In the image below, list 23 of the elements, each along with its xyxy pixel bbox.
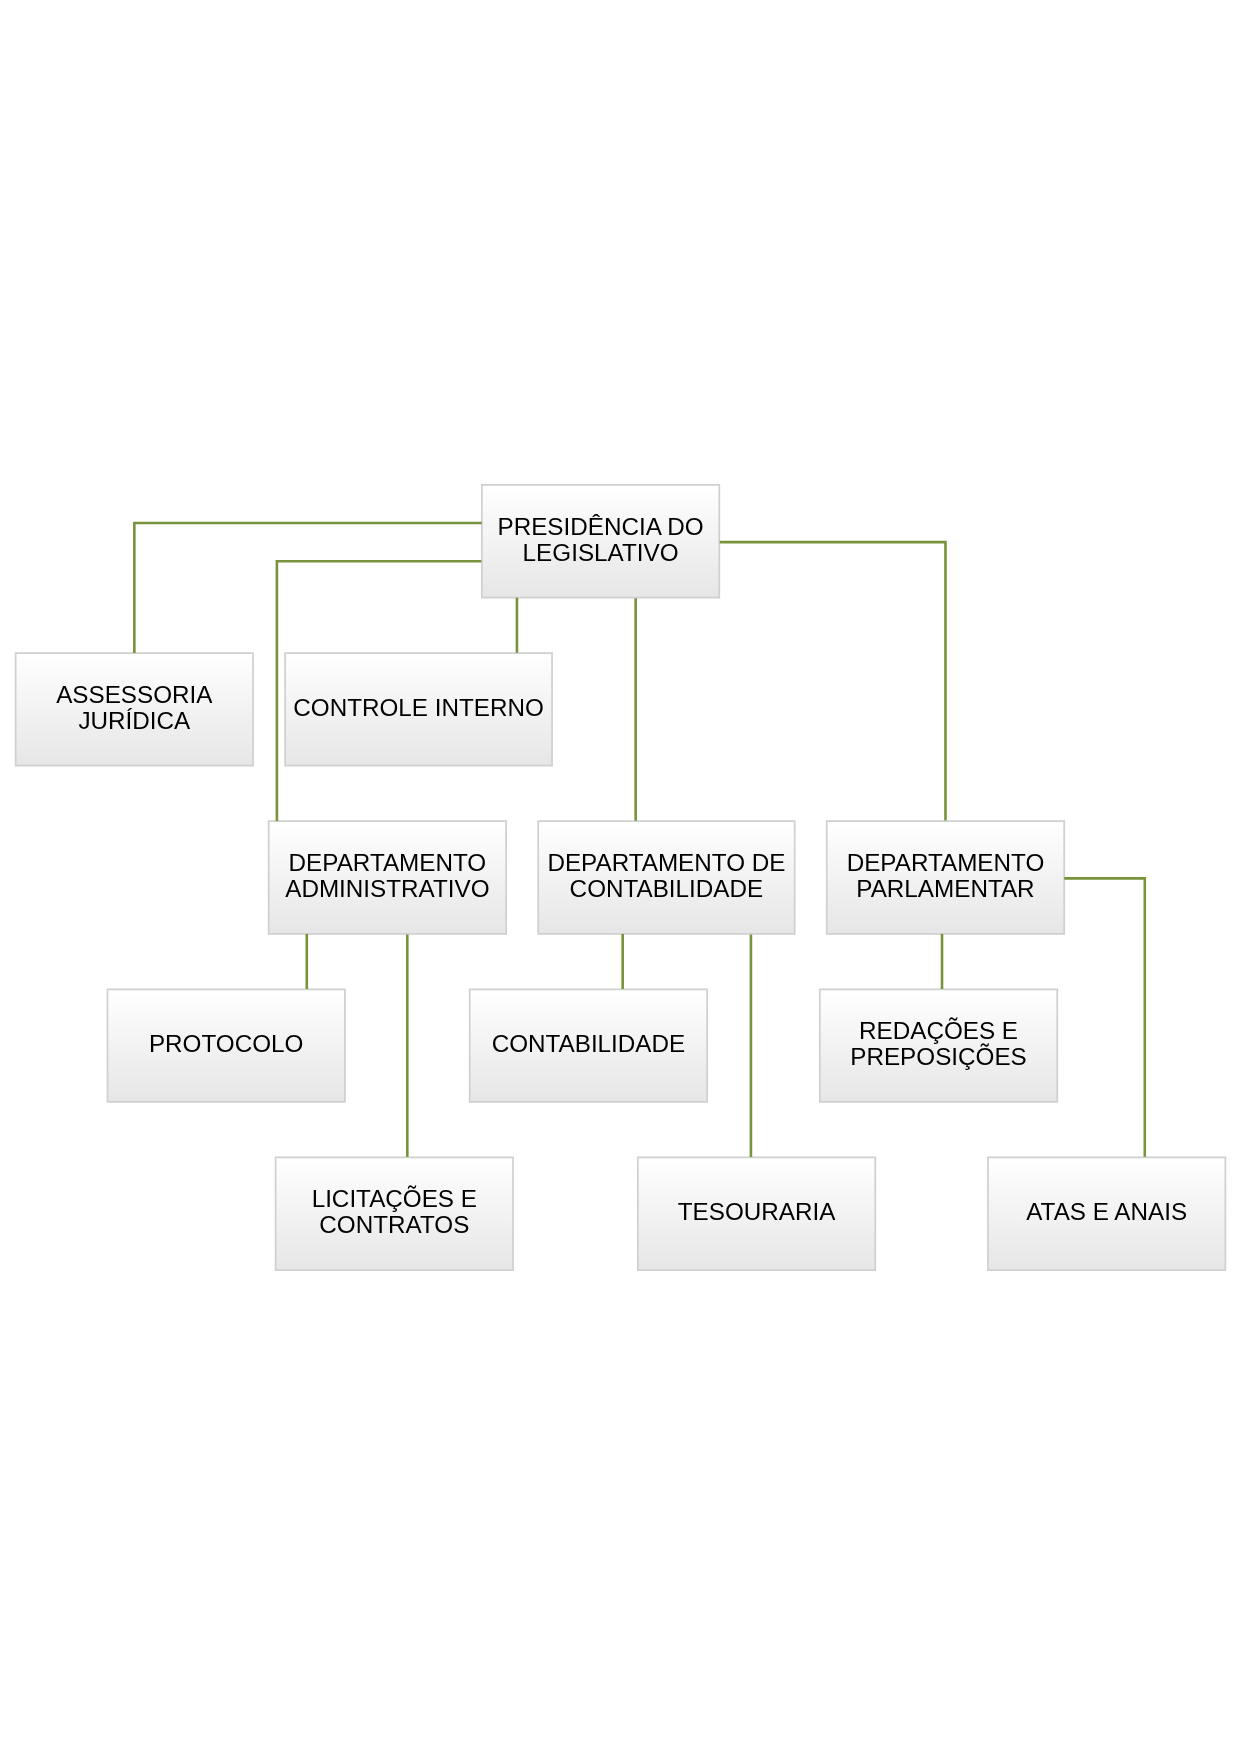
connector — [406, 934, 409, 1157]
node-box: DEPARTAMENTO DE CONTABILIDADE — [537, 820, 796, 935]
connector — [133, 521, 482, 653]
connector — [515, 597, 519, 653]
connector — [1064, 877, 1147, 1157]
connector — [634, 598, 637, 821]
connector — [749, 934, 753, 1157]
node-box: ASSESSORIA JURÍDICA — [14, 652, 254, 767]
node-box: CONTROLE INTERNO — [284, 652, 553, 767]
node-box: ATAS E ANAIS — [987, 1156, 1227, 1271]
connector — [275, 559, 482, 821]
connector — [940, 933, 944, 990]
connector — [621, 933, 624, 990]
node-box: DEPARTAMENTO ADMINISTRATIVO — [267, 820, 507, 935]
node-box: REDAÇÕES E PREPOSIÇÕES — [818, 988, 1059, 1103]
node-box: CONTABILIDADE — [468, 988, 709, 1103]
connector — [719, 540, 947, 821]
node-box: TESOURARIA — [636, 1156, 877, 1271]
node-box: DEPARTAMENTO PARLAMENTAR — [825, 820, 1066, 935]
node-box: PROTOCOLO — [106, 988, 346, 1103]
connector — [305, 933, 309, 990]
node-box: PRESIDÊNCIA DO LEGISLATIVO — [480, 484, 721, 599]
node-box: LICITAÇÕES E CONTRATOS — [274, 1156, 514, 1271]
